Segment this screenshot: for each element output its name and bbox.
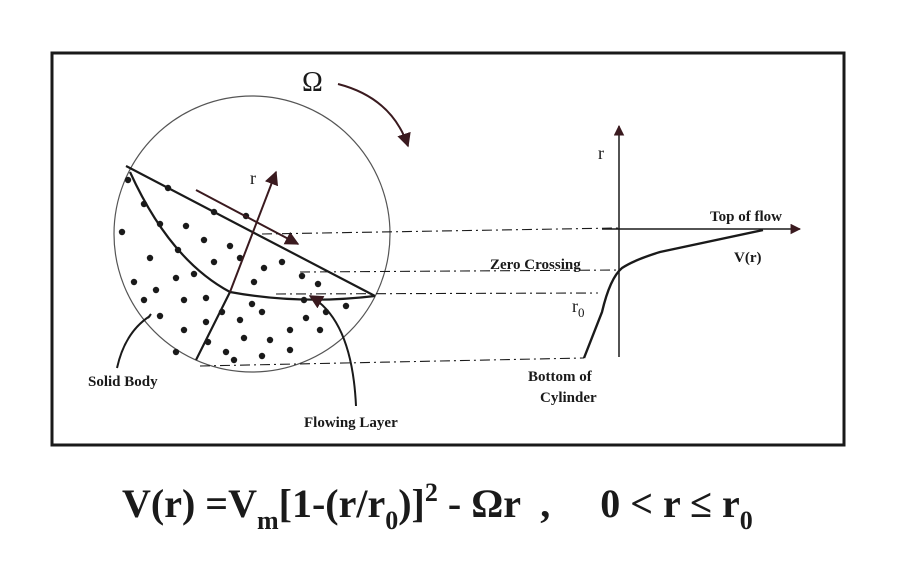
particle-dot [172, 348, 180, 356]
bottom-of-cylinder-label-1: Bottom of [528, 369, 593, 385]
particle-dot [248, 300, 256, 308]
particle-dot [152, 286, 160, 294]
particle-dot [342, 302, 350, 310]
particle-dot [278, 258, 286, 266]
particle-dot [258, 352, 266, 360]
rotation-arrow [337, 83, 411, 148]
particle-dot [266, 336, 274, 344]
particle-dot [302, 314, 310, 322]
zero-crossing-label: Zero Crossing [490, 257, 581, 273]
solid-body-leader [116, 315, 151, 369]
particle-dot [236, 316, 244, 324]
particle-dot [180, 326, 188, 334]
r0-label: r0 [572, 296, 585, 320]
particle-dot [286, 326, 294, 334]
particle-dot [156, 312, 164, 320]
r-label-circle: r [250, 168, 256, 188]
particle-dot [130, 278, 138, 286]
particle-dot [226, 242, 234, 250]
particle-dot [250, 278, 258, 286]
particle-dot [210, 258, 218, 266]
particle-dot [202, 318, 210, 326]
figure-border [50, 51, 846, 447]
particle-dot [140, 296, 148, 304]
solid-body-label: Solid Body [88, 374, 158, 390]
particle-dot [230, 356, 238, 364]
particle-dot [182, 222, 190, 230]
particle-dot [298, 272, 306, 280]
particle-dots [118, 176, 350, 364]
particle-dot [314, 280, 322, 288]
particle-dot [260, 264, 268, 272]
particle-dot [190, 270, 198, 278]
projection-lines [199, 227, 621, 367]
particle-dot [200, 236, 208, 244]
particle-dot [258, 308, 266, 316]
particle-dot [172, 274, 180, 282]
velocity-equation: V(r) =Vm[1-(r/r0)]2 - Ωr , 0 < r ≤ r0 [122, 478, 753, 535]
particle-dot [222, 348, 230, 356]
flow-direction-arrow [195, 189, 300, 245]
bottom-of-cylinder-label-2: Cylinder [540, 390, 597, 406]
top-of-flow-label: Top of flow [710, 209, 782, 225]
particle-dot [286, 346, 294, 354]
particle-dot [240, 334, 248, 342]
cylinder-circle [113, 95, 391, 373]
v-of-r-label: V(r) [734, 250, 761, 266]
particle-dot [180, 296, 188, 304]
flowing-layer-leader [308, 295, 357, 407]
particle-dot [118, 228, 126, 236]
r-axis-arrow-circle [229, 170, 279, 293]
particle-dot [146, 254, 154, 262]
free-surface-line [125, 165, 376, 297]
flowing-layer-label: Flowing Layer [304, 415, 398, 431]
r-label-plot: r [598, 143, 604, 163]
velocity-profile-curve [582, 228, 764, 359]
particle-dot [202, 294, 210, 302]
particle-dot [124, 176, 132, 184]
particle-dot [316, 326, 324, 334]
radial-line-bottom [195, 291, 231, 361]
omega-symbol: Ω [302, 67, 323, 98]
